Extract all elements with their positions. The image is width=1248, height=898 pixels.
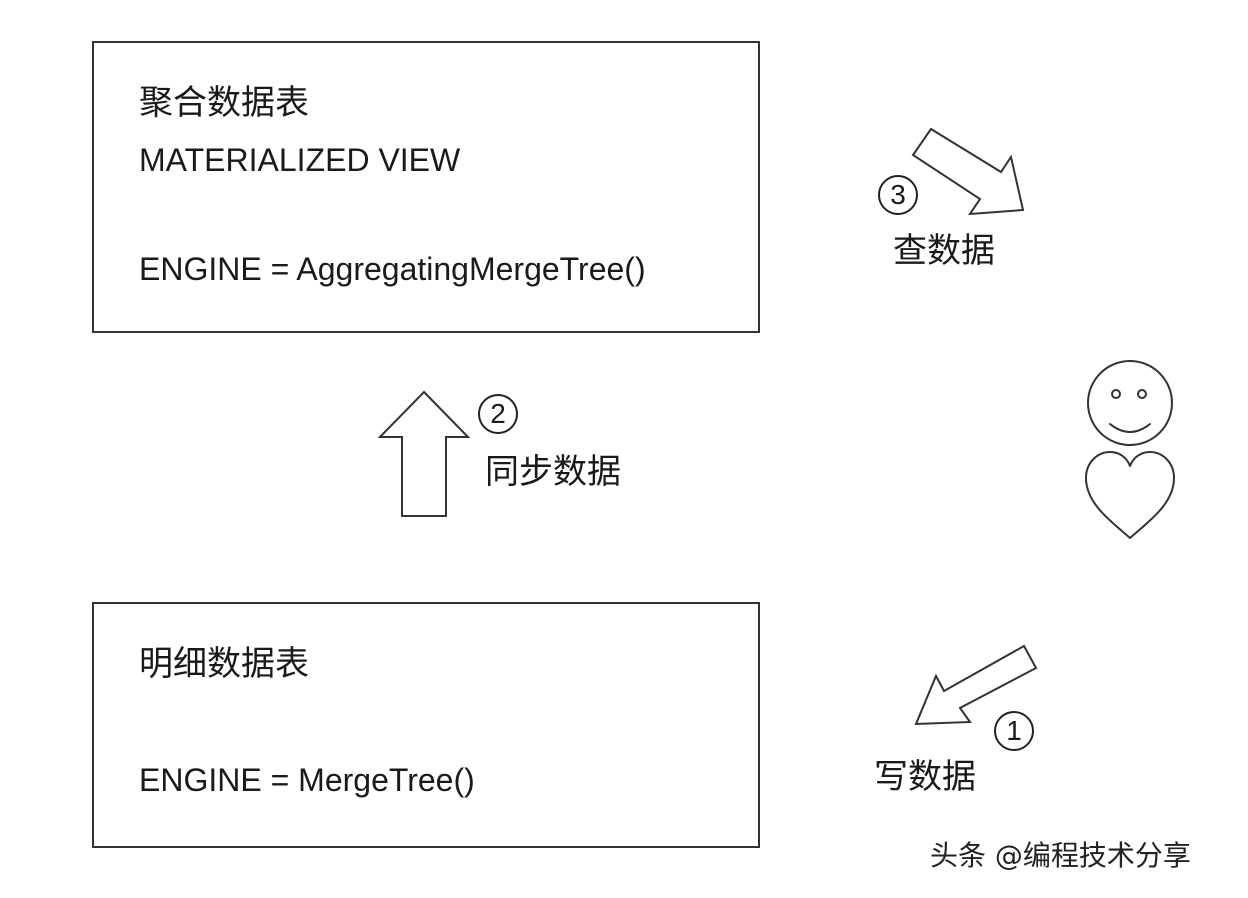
hollow-arrow-up-icon xyxy=(377,390,471,517)
detail-table-box xyxy=(92,602,760,848)
detail-table-title: 明细数据表 xyxy=(139,644,309,684)
smiley-face-icon xyxy=(1087,360,1173,446)
aggregate-table-engine: ENGINE = AggregatingMergeTree() xyxy=(139,251,646,287)
heart-icon xyxy=(1085,451,1175,539)
hollow-arrow-down-right-icon xyxy=(911,127,1025,216)
sync-data-label: 同步数据 xyxy=(485,452,621,492)
step-2-badge: 2 xyxy=(478,394,518,434)
write-data-label: 写数据 xyxy=(874,757,976,797)
aggregate-table-title: 聚合数据表 xyxy=(139,83,309,123)
hollow-arrow-down-left-icon xyxy=(914,644,1038,726)
step-3-badge: 3 xyxy=(878,175,918,215)
detail-table-engine: ENGINE = MergeTree() xyxy=(139,762,475,798)
watermark: 头条 @编程技术分享 xyxy=(930,839,1191,872)
query-data-label: 查数据 xyxy=(893,231,995,271)
step-1-badge: 1 xyxy=(994,711,1034,751)
aggregate-table-box xyxy=(92,41,760,333)
aggregate-table-type: MATERIALIZED VIEW xyxy=(139,142,461,178)
